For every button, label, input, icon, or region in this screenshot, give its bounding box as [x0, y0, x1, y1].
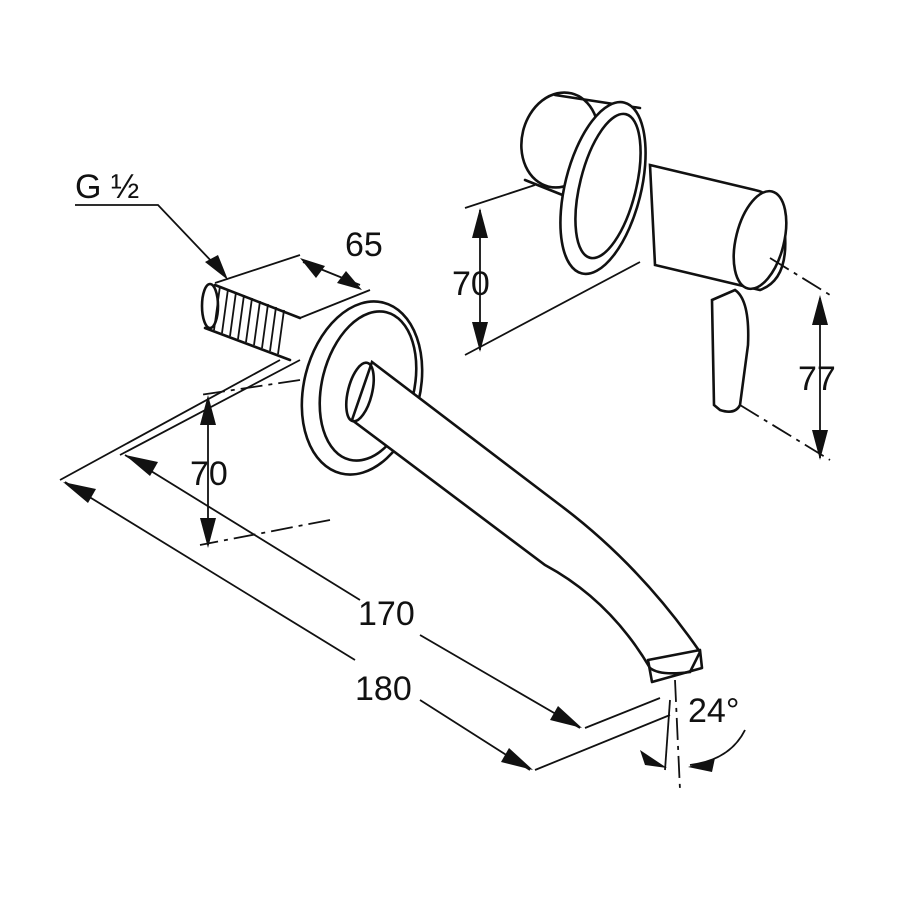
dim-lever-height: 77	[798, 360, 836, 398]
thread-size-label: G ½	[75, 168, 139, 206]
arrow	[200, 518, 216, 548]
arrow	[300, 258, 325, 278]
arrow	[200, 395, 216, 425]
dim-left-height: 70	[190, 455, 228, 493]
arrow	[472, 322, 488, 352]
arrow	[337, 271, 362, 290]
arrow	[63, 482, 96, 503]
arrow	[501, 748, 533, 770]
dim-projection-inner: 170	[358, 595, 415, 633]
dim-right-height: 70	[452, 265, 490, 303]
arrow	[205, 255, 228, 280]
arrow	[640, 750, 667, 768]
arrow	[688, 758, 715, 772]
arrow	[812, 430, 828, 460]
arrow	[472, 208, 488, 238]
threaded-connector	[200, 282, 302, 362]
arrow	[125, 455, 158, 476]
mixer-handle	[520, 91, 788, 413]
dim-angle: 24°	[688, 692, 739, 730]
spout	[300, 300, 704, 684]
arrow	[812, 295, 828, 325]
dim-projection-outer: 180	[355, 670, 412, 708]
dim-thread-length: 65	[345, 226, 383, 264]
arrow	[550, 706, 582, 728]
arrowheads	[63, 208, 828, 772]
